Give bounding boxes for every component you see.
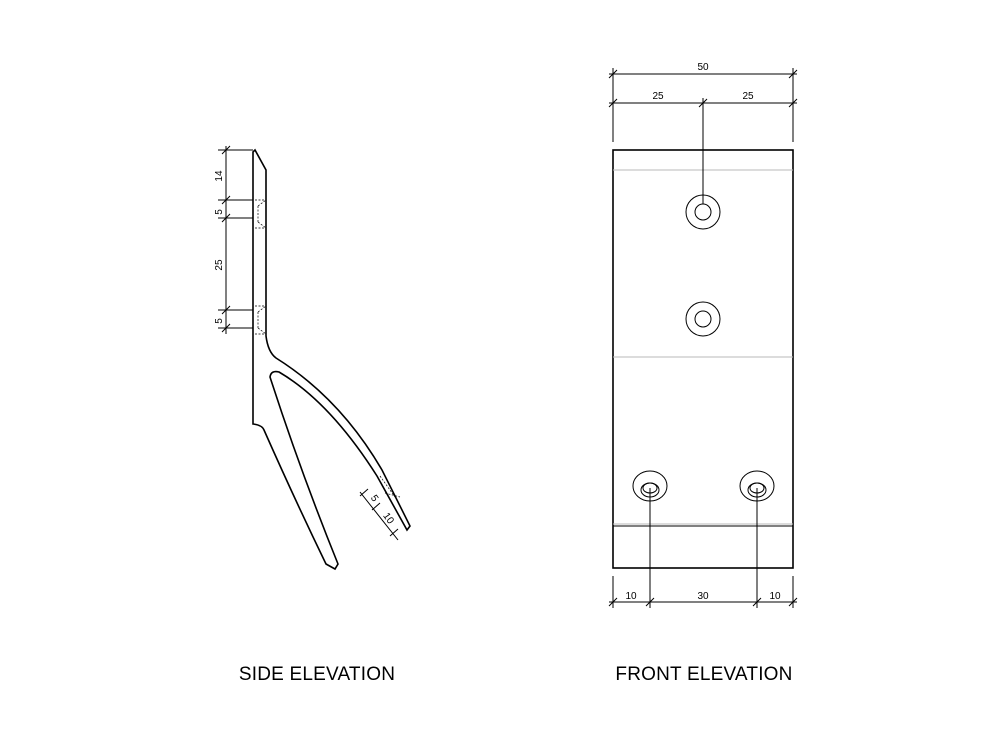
dim-upper-hole: 5 [214, 209, 225, 215]
tip-hole-hidden-lines [379, 475, 401, 498]
front-plate-outline [612, 149, 794, 569]
dim-tip-thickness: 5 [368, 493, 380, 504]
lower-hole-hidden-lines [255, 305, 267, 335]
side-tip-dimensions [359, 488, 399, 541]
front-elevation-caption: FRONT ELEVATION [615, 664, 792, 685]
dim-hole-spacing: 25 [214, 259, 225, 271]
dim-hole-spacing-bottom: 30 [697, 591, 709, 602]
side-profile-outline [252, 148, 411, 571]
side-elevation: 14 5 25 5 5 10 SIDE ELEVATION [214, 145, 411, 685]
side-elevation-caption: SIDE ELEVATION [239, 664, 395, 685]
front-bottom-dimensions [608, 488, 798, 608]
dim-right-half: 25 [742, 91, 754, 102]
dim-left-edge: 10 [625, 591, 637, 602]
side-vertical-dimension-chain [218, 145, 253, 334]
dim-tip-length: 10 [380, 511, 396, 527]
dim-top: 14 [214, 170, 225, 182]
dim-overall-width: 50 [697, 62, 709, 73]
front-elevation: 50 25 25 10 30 10 FRONT ELEVATION [608, 62, 798, 685]
dim-left-half: 25 [652, 91, 664, 102]
dim-lower-hole: 5 [214, 318, 225, 324]
middle-countersunk-hole [685, 301, 721, 337]
upper-hole-hidden-lines [255, 199, 267, 229]
dim-right-edge: 10 [769, 591, 781, 602]
front-top-dimensions [608, 68, 798, 204]
